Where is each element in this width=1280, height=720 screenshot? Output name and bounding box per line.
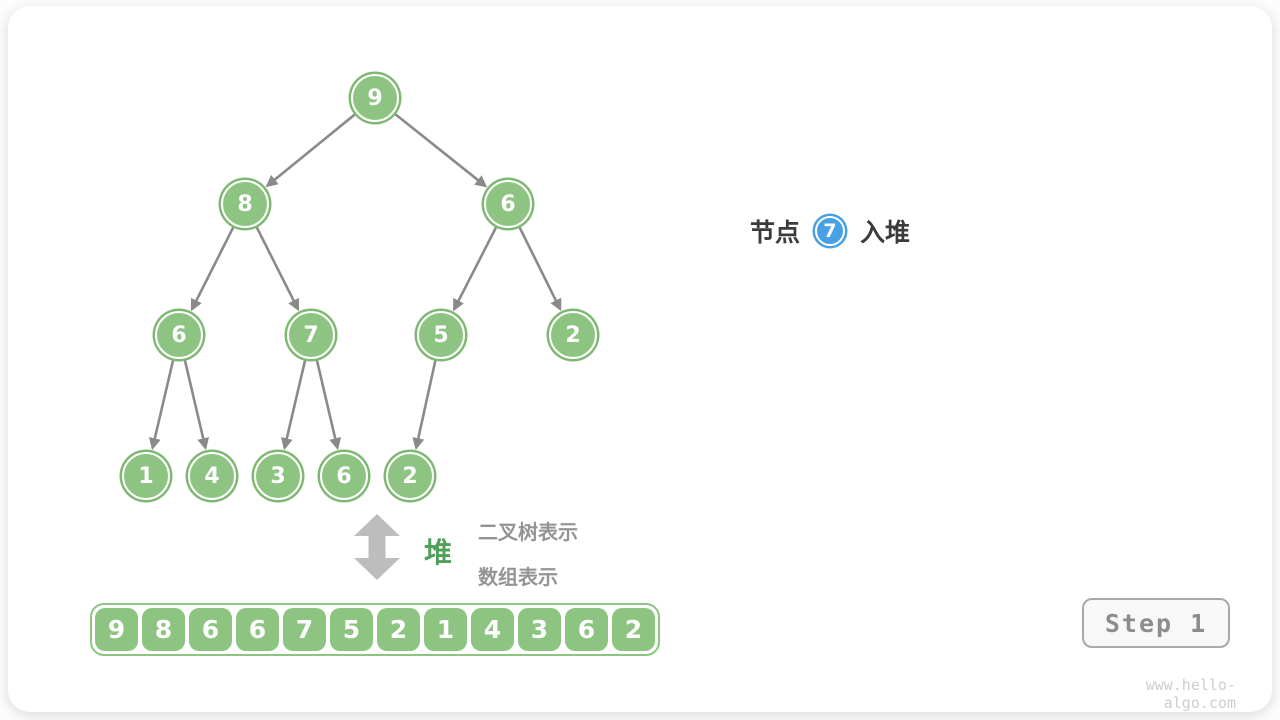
array-cell: 5 (330, 608, 373, 651)
tree-edge (183, 360, 210, 451)
tree-edge (190, 226, 235, 312)
array-cell: 6 (565, 608, 608, 651)
inserted-node-value: 7 (823, 220, 837, 242)
tree-representation-label: 二叉树表示 (478, 520, 578, 544)
tree-edge (518, 226, 562, 312)
annotation-suffix: 入堆 (860, 218, 911, 247)
step-badge: Step 1 (1082, 598, 1230, 648)
tree-node: 6 (484, 180, 532, 228)
tree-node: 6 (155, 311, 203, 359)
annotation-text: 节点 7 入堆 (750, 213, 910, 249)
figure-card (8, 6, 1272, 712)
heap-label: 堆 (424, 536, 453, 569)
array-cell: 2 (612, 608, 655, 651)
array-cell: 2 (377, 608, 420, 651)
array-cell: 4 (471, 608, 514, 651)
tree-edge (148, 360, 175, 451)
tree-edge (255, 226, 300, 312)
up-down-arrow-icon (354, 514, 400, 580)
tree-node: 2 (386, 452, 434, 500)
tree-node: 7 (287, 311, 335, 359)
array-cell: 6 (236, 608, 279, 651)
tree-node: 2 (549, 311, 597, 359)
array-cell: 8 (142, 608, 185, 651)
tree-edge (453, 226, 498, 312)
array-cell: 1 (424, 608, 467, 651)
array-representation-label: 数组表示 (478, 565, 558, 589)
tree-node: 4 (188, 452, 236, 500)
tree-node: 9 (351, 74, 399, 122)
tree-node: 6 (320, 452, 368, 500)
tree-edge (412, 360, 437, 451)
array-cell: 7 (283, 608, 326, 651)
tree-edge (280, 360, 307, 451)
array-cell: 6 (189, 608, 232, 651)
tree-node: 8 (221, 180, 269, 228)
tree-node: 5 (417, 311, 465, 359)
tree-edge (394, 113, 488, 188)
tree-edge (265, 113, 356, 188)
array-cell: 9 (95, 608, 138, 651)
annotation-prefix: 节点 (750, 218, 801, 247)
tree-edge (315, 360, 342, 451)
array-cell: 3 (518, 608, 561, 651)
watermark: www.hello-algo.com (1145, 676, 1236, 712)
inserted-node-badge: 7 (815, 216, 846, 246)
tree-node: 1 (122, 452, 170, 500)
tree-node: 3 (254, 452, 302, 500)
